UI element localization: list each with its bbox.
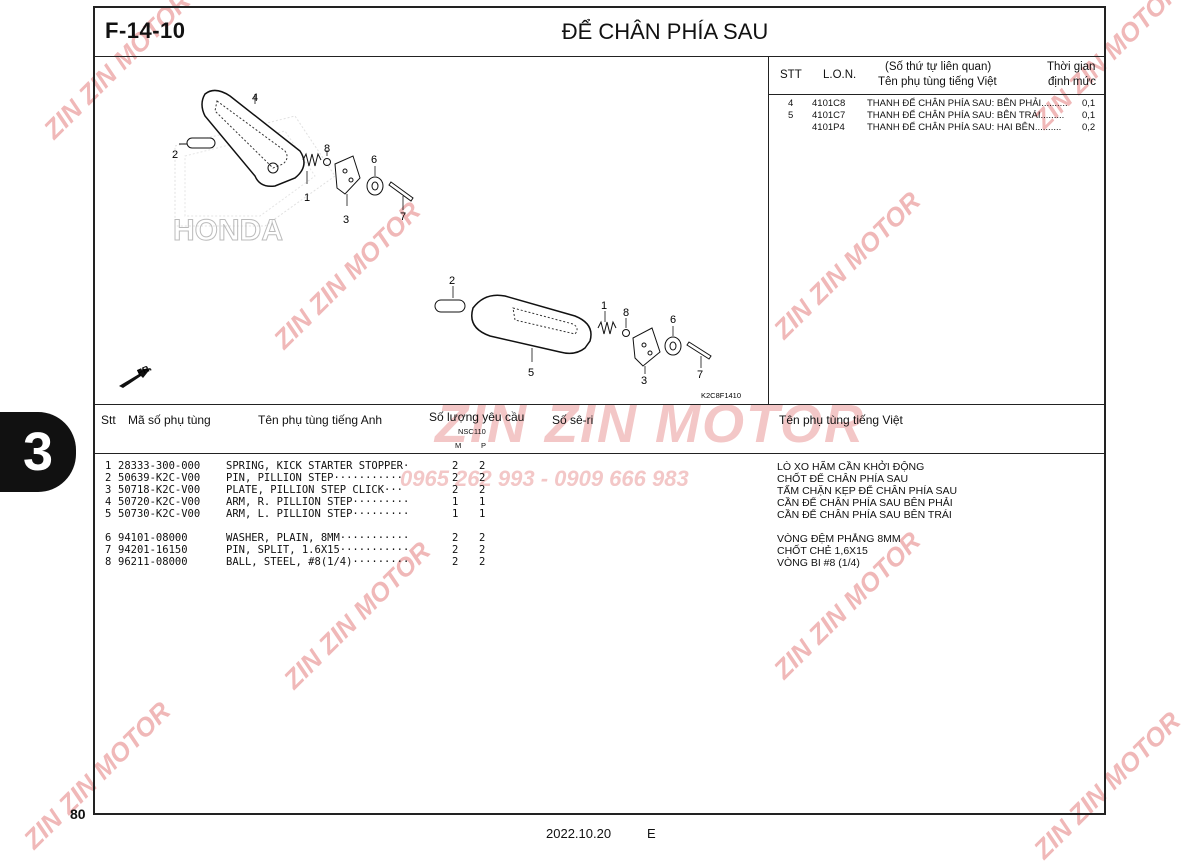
header-divider bbox=[95, 56, 1104, 57]
lon-col-time: Thời gian bbox=[1047, 61, 1096, 73]
col-part-no: Mã số phụ tùng bbox=[128, 413, 211, 427]
exploded-diagram: HONDA 4 bbox=[119, 89, 741, 400]
lon-col-related: (Số thứ tự liên quan) bbox=[885, 61, 992, 73]
page-number: 80 bbox=[70, 806, 86, 822]
figure-ref-code: K2C8F1410 bbox=[701, 391, 741, 400]
viet-name: TẤM CHẶN KẸP ĐỂ CHÂN PHÍA SAU bbox=[777, 485, 958, 497]
brand-text: HONDA bbox=[173, 214, 283, 247]
callout-label: 2 bbox=[449, 275, 455, 287]
viet-name: VÒNG ĐỆM PHẲNG 8MM bbox=[777, 533, 901, 545]
lon-col-lon: L.O.N. bbox=[823, 69, 857, 81]
col-stt: Stt bbox=[101, 413, 116, 427]
lower-assembly bbox=[434, 286, 712, 374]
col-name-vi: Tên phụ tùng tiếng Việt bbox=[779, 413, 903, 427]
col-name-en: Tên phụ tùng tiếng Anh bbox=[258, 413, 383, 427]
viet-name: CHỐT CHẺ 1,6X15 bbox=[777, 545, 868, 557]
callout-label: 2 bbox=[172, 149, 178, 161]
lon-header-line bbox=[768, 94, 1104, 95]
callout-label: 1 bbox=[601, 300, 607, 312]
figure-code: F-14-10 bbox=[105, 18, 186, 43]
viet-name: CẦN ĐỂ CHÂN PHÍA SAU BÊN PHẢI bbox=[777, 497, 953, 509]
footer-edition: E bbox=[647, 826, 656, 841]
col-p: P bbox=[481, 441, 487, 450]
callout-label: 8 bbox=[324, 143, 330, 155]
callout-label: 1 bbox=[304, 192, 310, 204]
table-header-bottom bbox=[95, 453, 1104, 454]
col-model: NSC110 bbox=[458, 427, 486, 436]
table-header-top bbox=[95, 404, 1104, 405]
fr-label: FR. bbox=[136, 363, 153, 378]
callout-label: 7 bbox=[400, 211, 406, 223]
diagram-divider bbox=[768, 56, 769, 404]
lon-col-stt: STT bbox=[780, 69, 802, 81]
lon-col-time-2: định mức bbox=[1048, 76, 1096, 88]
viet-name: VÒNG BI #8 (1/4) bbox=[777, 557, 860, 569]
callout-label: 7 bbox=[697, 369, 703, 381]
page-title: ĐỂ CHÂN PHÍA SAU bbox=[561, 19, 769, 44]
page-frame: F-14-10 ĐỂ CHÂN PHÍA SAU STT L.O.N. (Số … bbox=[93, 6, 1106, 815]
footer-date: 2022.10.20 bbox=[546, 826, 612, 841]
upper-assembly bbox=[179, 89, 414, 210]
lon-col-name-vi: Tên phụ tùng tiếng Việt bbox=[878, 76, 997, 88]
section-tab: 3 bbox=[0, 412, 76, 492]
col-qty: Số lượng yêu cầu bbox=[429, 410, 525, 424]
callout-label: 6 bbox=[371, 154, 377, 166]
viet-name: LÒ XO HÃM CẦN KHỞI ĐỘNG bbox=[777, 461, 925, 473]
callout-label: 6 bbox=[670, 314, 676, 326]
callout-label: 3 bbox=[641, 375, 647, 387]
callout-label: 3 bbox=[343, 214, 349, 226]
col-serial: Số sê-ri bbox=[552, 413, 594, 427]
callout-label: 5 bbox=[528, 367, 534, 379]
viet-name: CẦN ĐỂ CHÂN PHÍA SAU BÊN TRÁI bbox=[777, 509, 952, 521]
col-m: M bbox=[455, 441, 462, 450]
front-arrow-icon bbox=[119, 368, 151, 388]
callout-label: 4 bbox=[252, 92, 258, 104]
viet-name: CHỐT ĐỂ CHÂN PHÍA SAU bbox=[777, 473, 909, 485]
callout-label: 8 bbox=[623, 307, 629, 319]
